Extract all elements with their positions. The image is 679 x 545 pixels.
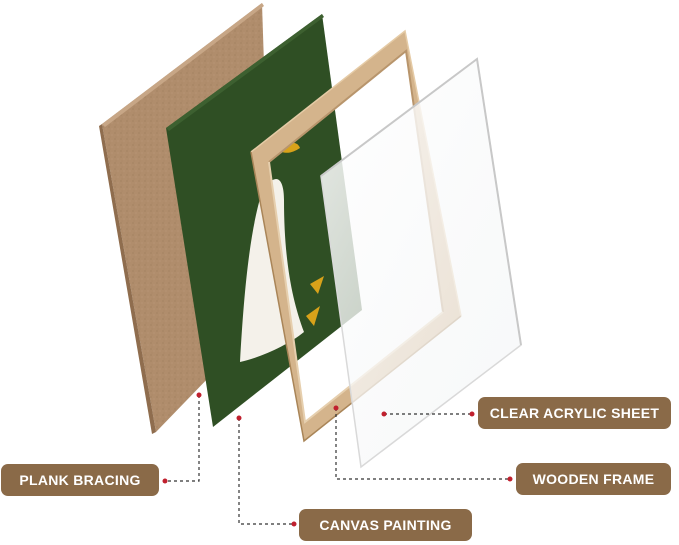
leader-dots	[162, 392, 513, 527]
dot-canvas-start	[236, 415, 242, 421]
leader-line-plank	[165, 395, 200, 482]
dot-plank-start	[196, 392, 202, 398]
label-canvas-painting: CANVAS PAINTING	[299, 509, 472, 541]
label-clear-acrylic-sheet: CLEAR ACRYLIC SHEET	[478, 397, 671, 429]
dot-acrylic-end	[469, 411, 475, 417]
dot-frame-start	[333, 405, 339, 411]
label-plank-bracing: PLANK BRACING	[1, 464, 159, 496]
clear-acrylic-sheet	[320, 57, 522, 469]
leader-line-canvas	[238, 418, 294, 525]
goose-foot-upper	[310, 276, 324, 294]
leader-lines	[165, 395, 510, 525]
dot-acrylic-start	[381, 411, 387, 417]
leader-line-frame	[335, 408, 510, 480]
label-wooden-frame: WOODEN FRAME	[516, 463, 671, 495]
dot-canvas-end	[291, 521, 297, 527]
dot-plank-end	[162, 478, 168, 484]
goose-foot-lower	[306, 306, 320, 326]
dot-frame-end	[507, 476, 513, 482]
